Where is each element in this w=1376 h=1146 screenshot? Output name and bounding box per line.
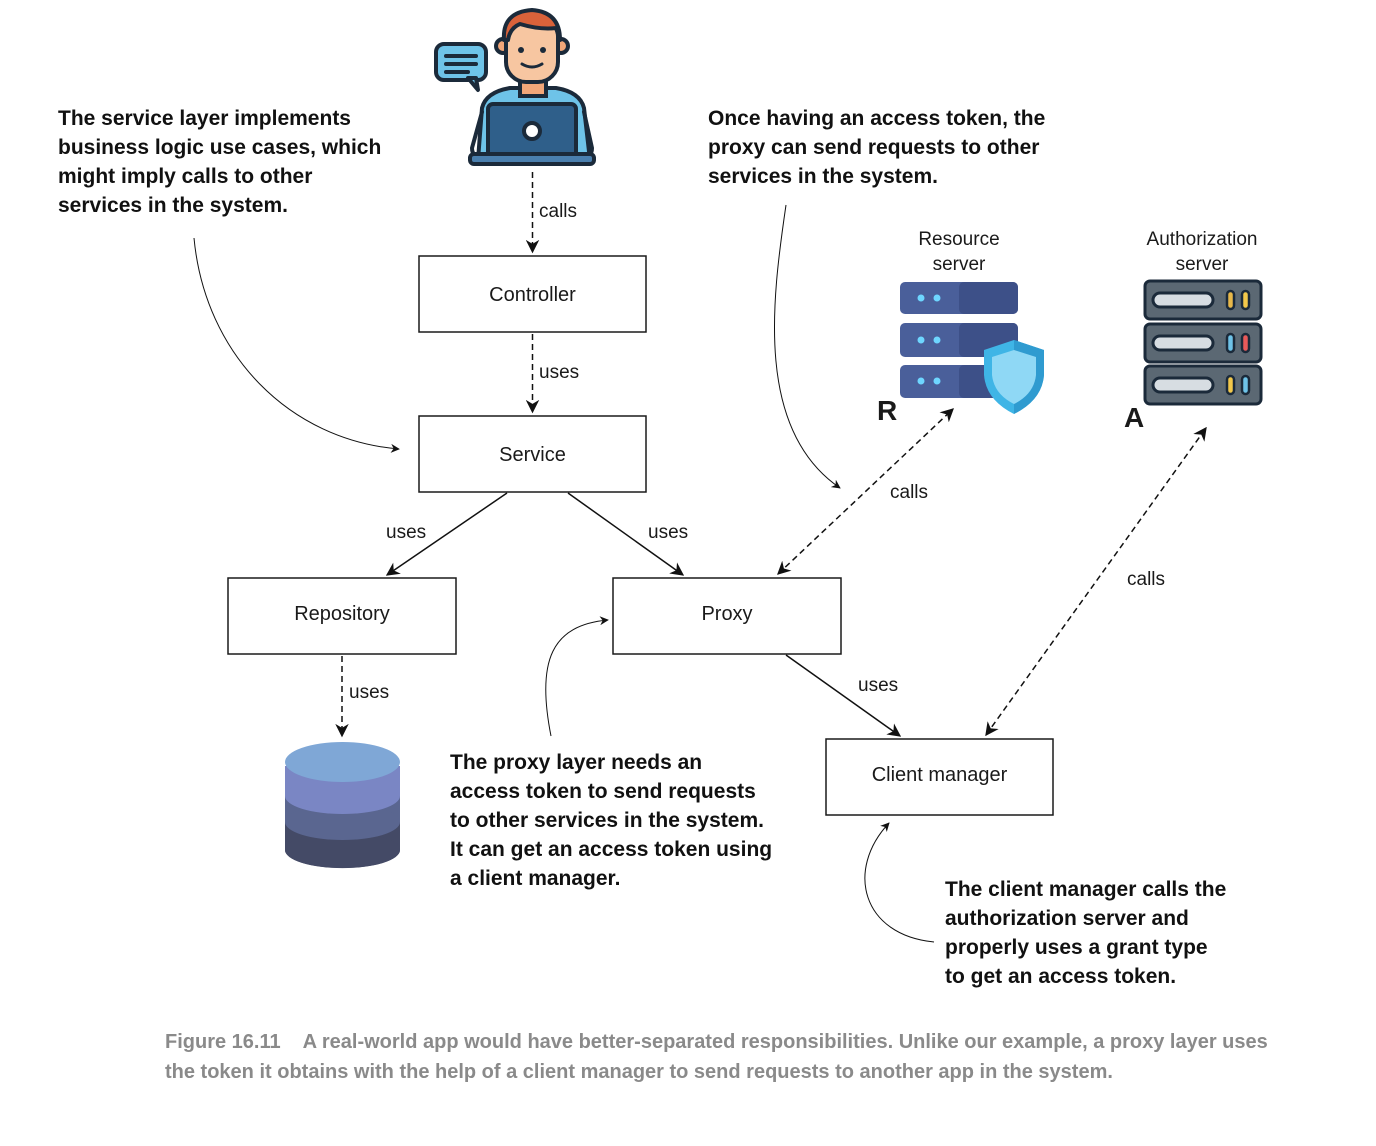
note-line: services in the system.	[58, 194, 288, 217]
user-with-laptop-icon	[434, 8, 596, 166]
token-note-pointer	[774, 204, 841, 489]
note-line: The service layer implements	[58, 107, 351, 130]
edge-label-uses: uses	[386, 522, 426, 543]
proxy-layer-note: The proxy layer needs an access token to…	[450, 748, 772, 893]
edge-label-uses: uses	[858, 675, 898, 696]
resource-server-icon	[900, 282, 1044, 414]
authorization-server-letter: A	[1124, 402, 1144, 433]
proxy-box: Proxy	[612, 577, 842, 655]
authorization-server-title-2: server	[1176, 254, 1229, 275]
client-manager-box: Client manager	[825, 738, 1054, 816]
client-manager-label: Client manager	[872, 764, 1008, 786]
access-token-note: Once having an access token, the proxy c…	[708, 104, 1045, 191]
edge-proxy-client-manager: uses	[785, 654, 902, 737]
note-line: to other services in the system.	[450, 809, 764, 832]
controller-box: Controller	[418, 255, 647, 333]
edge-label-calls: calls	[1127, 569, 1165, 590]
service-box: Service	[418, 415, 647, 493]
edge-repository-database: uses	[335, 656, 389, 738]
note-line: a client manager.	[450, 867, 621, 890]
edge-proxy-resource-server: calls	[777, 408, 954, 575]
shield-icon	[984, 340, 1044, 414]
controller-label: Controller	[489, 284, 576, 306]
authorization-server-icon	[1143, 279, 1263, 406]
edge-client-manager-authorization-server: calls	[985, 426, 1207, 737]
resource-server-title-2: server	[933, 254, 986, 275]
note-line: to get an access token.	[945, 965, 1177, 988]
figure-caption-text: A real-world app would have better-separ…	[165, 1031, 1268, 1083]
edge-service-proxy: uses	[567, 492, 688, 576]
note-line: The client manager calls the	[945, 878, 1227, 901]
note-line: properly uses a grant type	[945, 936, 1208, 959]
edge-label-calls: calls	[890, 482, 928, 503]
authorization-server: Authorization server A	[1124, 229, 1263, 433]
repository-box: Repository	[227, 577, 457, 655]
note-line: proxy can send requests to other	[708, 136, 1040, 159]
edge-label-uses: uses	[648, 522, 688, 543]
edge-label-calls: calls	[539, 201, 577, 222]
repository-label: Repository	[294, 603, 390, 625]
note-line: might imply calls to other	[58, 165, 313, 188]
proxy-note-pointer	[545, 616, 609, 737]
edge-label-uses: uses	[539, 362, 579, 383]
resource-server-letter: R	[877, 395, 897, 426]
authorization-server-title-1: Authorization	[1147, 229, 1258, 250]
note-line: business logic use cases, which	[58, 136, 382, 159]
edge-user-controller: calls	[525, 172, 577, 254]
note-line: services in the system.	[708, 165, 938, 188]
proxy-label: Proxy	[701, 603, 752, 625]
edge-label-uses: uses	[349, 682, 389, 703]
service-layer-note: The service layer implements business lo…	[58, 104, 381, 220]
note-line: authorization server and	[945, 907, 1189, 930]
service-label: Service	[499, 444, 566, 466]
client-manager-note-pointer	[864, 822, 935, 943]
client-manager-note: The client manager calls the authorizati…	[945, 875, 1226, 991]
edge-controller-service: uses	[525, 334, 579, 414]
database-icon	[285, 742, 400, 869]
edge-service-repository: uses	[385, 492, 508, 576]
figure-number: Figure 16.11	[165, 1031, 281, 1053]
note-line: It can get an access token using	[450, 838, 773, 861]
resource-server: Resource server R	[877, 229, 1044, 426]
service-note-pointer	[193, 237, 400, 453]
note-line: Once having an access token, the	[708, 107, 1046, 130]
note-line: access token to send requests	[450, 780, 756, 803]
resource-server-title-1: Resource	[918, 229, 999, 250]
chat-bubble-icon	[434, 42, 488, 92]
note-line: The proxy layer needs an	[450, 751, 703, 774]
